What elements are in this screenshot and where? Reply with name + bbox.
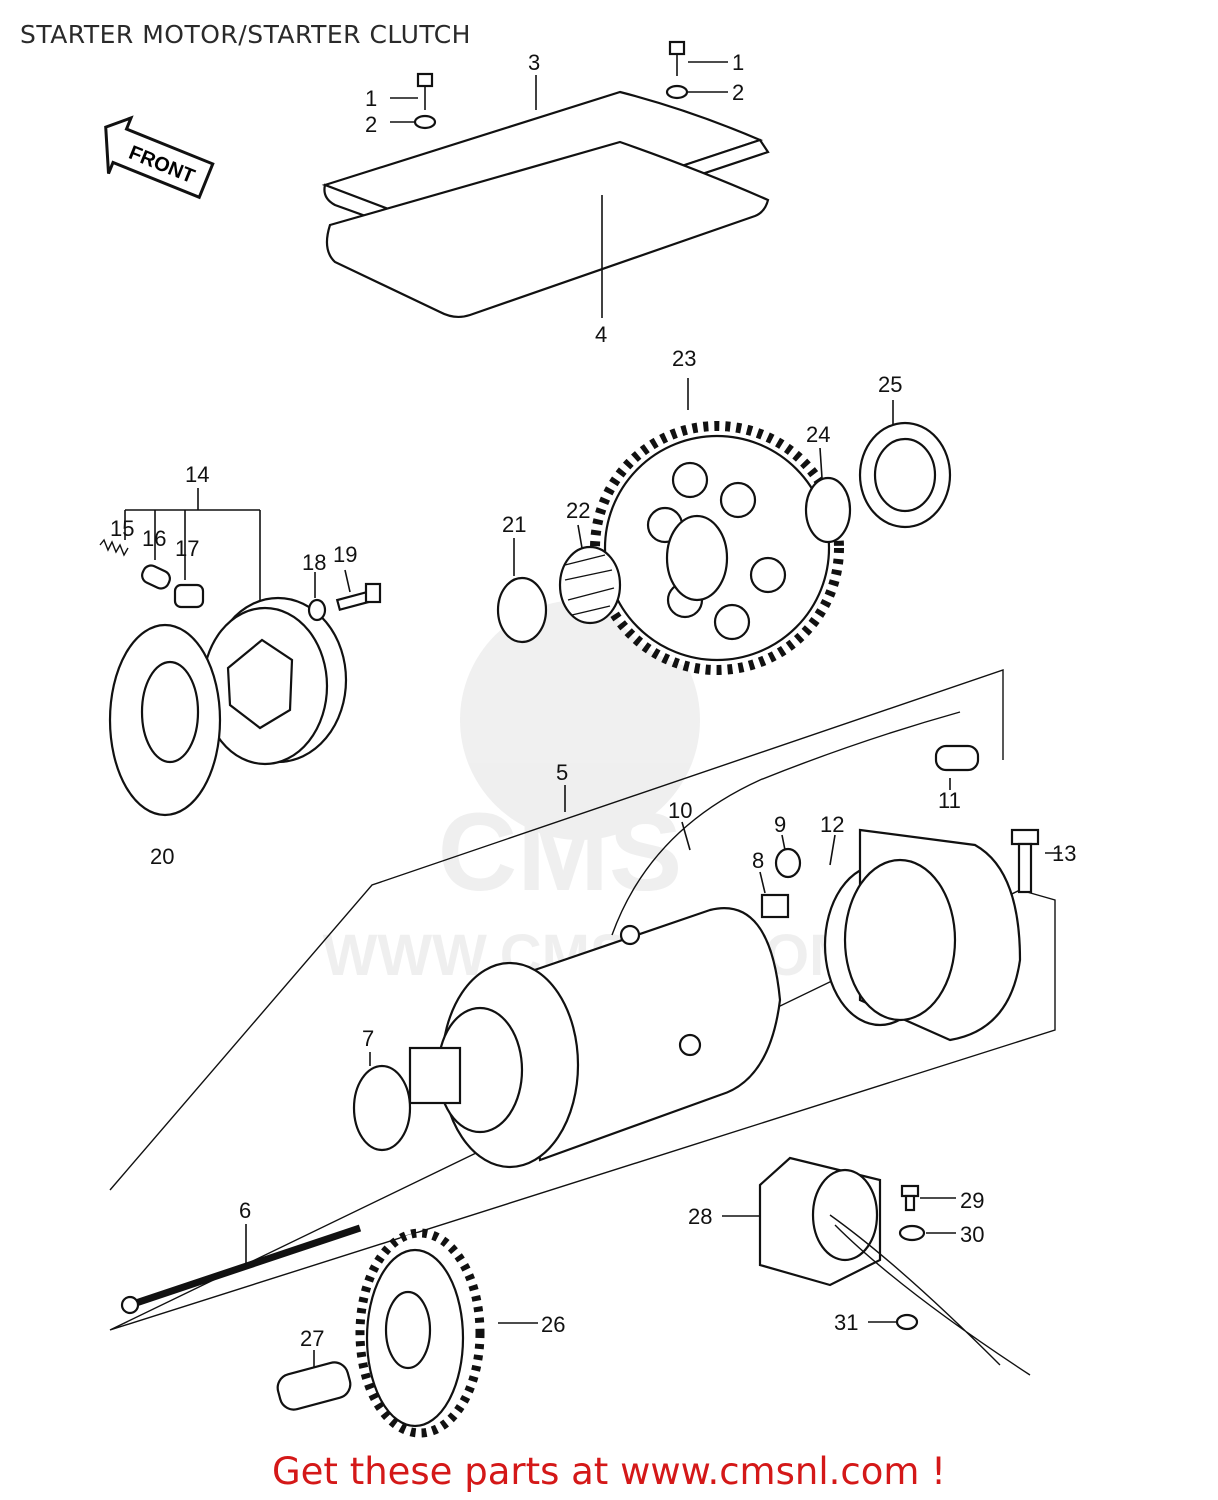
part-6-bolt-icon [120, 1224, 362, 1315]
part-13-bolt-icon [1010, 828, 1040, 894]
callout-18: 18 [302, 550, 326, 575]
part-7-oring-icon [352, 1064, 412, 1152]
part-31-nut-icon [895, 1313, 919, 1331]
callout-23: 23 [672, 346, 696, 371]
callout-4: 4 [595, 322, 607, 347]
callout-3: 3 [528, 50, 540, 75]
callout-8: 8 [752, 848, 764, 873]
callout-12: 12 [820, 812, 844, 837]
callout-28: 28 [688, 1204, 712, 1229]
callout-31: 31 [834, 1310, 858, 1335]
callout-1: 1 [732, 50, 744, 75]
callout-2: 2 [365, 112, 377, 137]
bolt-washer-set-icon [413, 40, 689, 130]
callout-10: 10 [668, 798, 692, 823]
callout-19: 19 [333, 542, 357, 567]
callout-27: 27 [300, 1326, 324, 1351]
front-arrow-icon: FRONT [104, 115, 215, 200]
part-15-spring-icon [99, 538, 129, 557]
part-5-starter-motor-icon [408, 907, 782, 1169]
end-cover-icon [843, 828, 1022, 1042]
callout-1: 1 [365, 86, 377, 111]
part-21-washer-icon [496, 576, 548, 644]
callout-16: 16 [142, 526, 166, 551]
watermark-logo: CMS WWW.CMSNL.COM [323, 600, 857, 988]
callout-5: 5 [556, 760, 568, 785]
leader-lines [124, 61, 1062, 1368]
part-18-washer-icon [307, 598, 327, 622]
part-20-plate-icon [108, 623, 222, 817]
get-parts-link[interactable]: Get these parts at www.cmsnl.com ! [271, 1450, 946, 1493]
part-22-bearing-icon [558, 545, 622, 625]
callout-20: 20 [150, 844, 174, 869]
callout-30: 30 [960, 1222, 984, 1247]
part-19-bolt-icon [335, 582, 382, 612]
part-9-cap-icon [774, 847, 802, 879]
callout-29: 29 [960, 1188, 984, 1213]
watermark-logo-text: CMS [438, 791, 682, 914]
part-14-clutch-icon [201, 596, 348, 766]
page-title: STARTER MOTOR/STARTER CLUTCH [20, 20, 471, 49]
part-28-relay-icon [758, 1156, 1031, 1376]
callout-21: 21 [502, 512, 526, 537]
part-24-washer-icon [804, 476, 852, 544]
part-17-cap-icon [173, 583, 205, 609]
part-25-seal-icon [858, 421, 952, 529]
callout-9: 9 [774, 812, 786, 837]
callout-6: 6 [239, 1198, 251, 1223]
callout-7: 7 [362, 1026, 374, 1051]
callout-11: 11 [938, 788, 961, 813]
part-30-washer-icon [898, 1224, 926, 1242]
part-29-bolt-icon [900, 1184, 920, 1212]
callout-17: 17 [175, 536, 199, 561]
callout-25: 25 [878, 372, 902, 397]
callout-22: 22 [566, 498, 590, 523]
callout-24: 24 [806, 422, 830, 447]
part-4-gasket-icon [325, 140, 770, 319]
callout-15: 15 [110, 516, 134, 541]
callout-26: 26 [541, 1312, 565, 1337]
part-27-shaft-icon [276, 1361, 352, 1411]
part-16-roller-icon [141, 564, 171, 590]
callout-13: 13 [1052, 841, 1076, 866]
part-8-brush-icon [760, 893, 790, 919]
part-23-gear-icon [590, 421, 844, 675]
part-26-gear-icon [355, 1228, 485, 1438]
part-11-boot-icon [934, 744, 980, 772]
callout-2: 2 [732, 80, 744, 105]
callout-14: 14 [185, 462, 209, 487]
assembly-frame [109, 669, 1056, 1331]
part-10-wire-icon [611, 711, 961, 936]
